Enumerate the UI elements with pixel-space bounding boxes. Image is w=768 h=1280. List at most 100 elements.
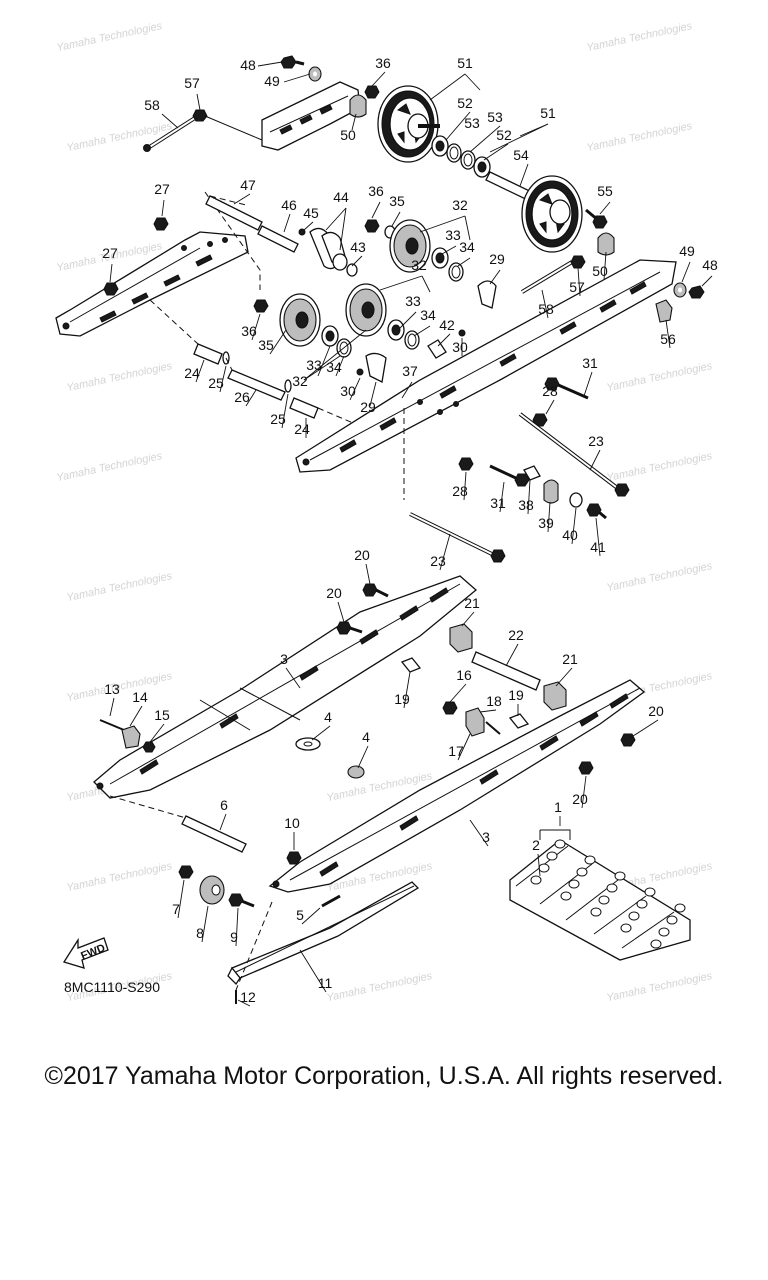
callout-32c: 32: [292, 373, 308, 389]
callout-11: 11: [318, 975, 333, 991]
callout-58b: 58: [538, 301, 554, 317]
track-cleat: [584, 855, 596, 865]
callout-32a: 32: [452, 197, 468, 213]
leader-lines: [109, 61, 713, 1007]
leader-line: [283, 213, 291, 233]
callout-47: 47: [240, 177, 256, 193]
callout-27a: 27: [154, 181, 170, 197]
callout-49a: 49: [264, 73, 280, 89]
bolt-9: [228, 893, 255, 908]
leader-line: [421, 275, 431, 293]
bearing-33-left: [321, 325, 339, 347]
nut-36-middle: [364, 219, 380, 233]
callout-24a: 24: [184, 365, 200, 381]
rear-arm-right-rail: [295, 259, 677, 473]
leader-line: [339, 207, 347, 251]
block-21-lower: [543, 681, 567, 711]
washer-49-lower: [673, 282, 687, 298]
callout-23a: 23: [588, 433, 604, 449]
leader-line: [391, 211, 401, 227]
leader-line: [403, 671, 411, 709]
collar-24-upper: [193, 343, 223, 365]
bearing-33-lower: [387, 319, 405, 341]
leader-line: [201, 905, 209, 943]
leader-line: [233, 193, 251, 205]
bracket-50-top: [349, 94, 367, 118]
callout-31a: 31: [582, 355, 598, 371]
track-cleat: [644, 887, 656, 897]
callout-19a: 19: [394, 691, 410, 707]
leader-line: [161, 113, 179, 129]
track-cleat: [658, 927, 670, 937]
callout-3b: 3: [482, 829, 490, 845]
callout-45: 45: [303, 205, 319, 221]
bumper-14: [121, 725, 141, 749]
collar-19-upper: [400, 657, 422, 673]
leader-line: [351, 113, 357, 131]
leader-line: [505, 643, 519, 667]
leader-line: [237, 999, 251, 1007]
callout-4a: 4: [324, 709, 332, 725]
leader-line: [379, 275, 423, 291]
leader-line: [219, 365, 227, 393]
leader-line: [439, 533, 451, 571]
leader-line: [177, 879, 185, 919]
leader-line: [283, 73, 311, 83]
watermark: Yamaha Technologies: [605, 560, 713, 594]
leader-line: [413, 325, 431, 337]
leader-line: [665, 319, 671, 349]
block-21-upper: [449, 623, 473, 653]
nut-27-upper: [153, 217, 169, 231]
bolt-31-upper: [544, 377, 589, 400]
leader-line: [371, 71, 386, 87]
washer-49-top: [308, 66, 322, 82]
track-cleat: [650, 939, 662, 949]
track-cleat: [590, 907, 602, 917]
nut-36-left: [253, 299, 269, 313]
fwd-label: FWD: [79, 942, 107, 963]
callout-12: 12: [240, 989, 256, 1005]
track-cleat: [538, 863, 550, 873]
leader-line: [149, 723, 165, 743]
callout-53a: 53: [464, 115, 480, 131]
leader-line: [161, 199, 165, 217]
leader-line: [555, 667, 573, 687]
callout-33c: 33: [306, 357, 322, 373]
leader-line: [349, 377, 361, 401]
bolt-20-d: [578, 761, 594, 775]
watermark: Yamaha Technologies: [585, 120, 693, 154]
leader-line: [445, 111, 471, 141]
leader-line: [429, 73, 466, 101]
bolt-58-lower: [520, 260, 574, 294]
callout-50a: 50: [340, 127, 356, 143]
track-cleat: [530, 875, 542, 885]
callout-25b: 25: [270, 411, 286, 427]
leader-line: [257, 61, 283, 67]
track-cleat: [674, 903, 686, 913]
leader-line: [357, 745, 369, 769]
leader-line: [401, 381, 413, 399]
callout-3a: 3: [280, 651, 288, 667]
callout-27b: 27: [102, 245, 118, 261]
callout-10: 10: [284, 815, 300, 831]
leader-line: [547, 501, 551, 533]
bolt-23-upper: [518, 412, 630, 497]
collar-43: [346, 263, 358, 277]
leader-line: [461, 611, 475, 627]
callout-46: 46: [281, 197, 297, 213]
callout-50b: 50: [592, 263, 608, 279]
leader-line: [629, 719, 659, 739]
callout-21b: 21: [562, 651, 578, 667]
bolt-28-upper: [532, 413, 548, 427]
copyright-notice: ©2017 Yamaha Motor Corporation, U.S.A. A…: [44, 1062, 724, 1090]
track-cleat: [560, 891, 572, 901]
watermark: Yamaha Technologies: [65, 860, 173, 894]
watermark: Yamaha Technologies: [65, 360, 173, 394]
idler-wheel-32-lower: [345, 283, 387, 337]
leader-line: [701, 275, 713, 287]
leader-line: [489, 123, 549, 153]
callout-1: 1: [554, 799, 562, 815]
callout-33b: 33: [405, 293, 421, 309]
